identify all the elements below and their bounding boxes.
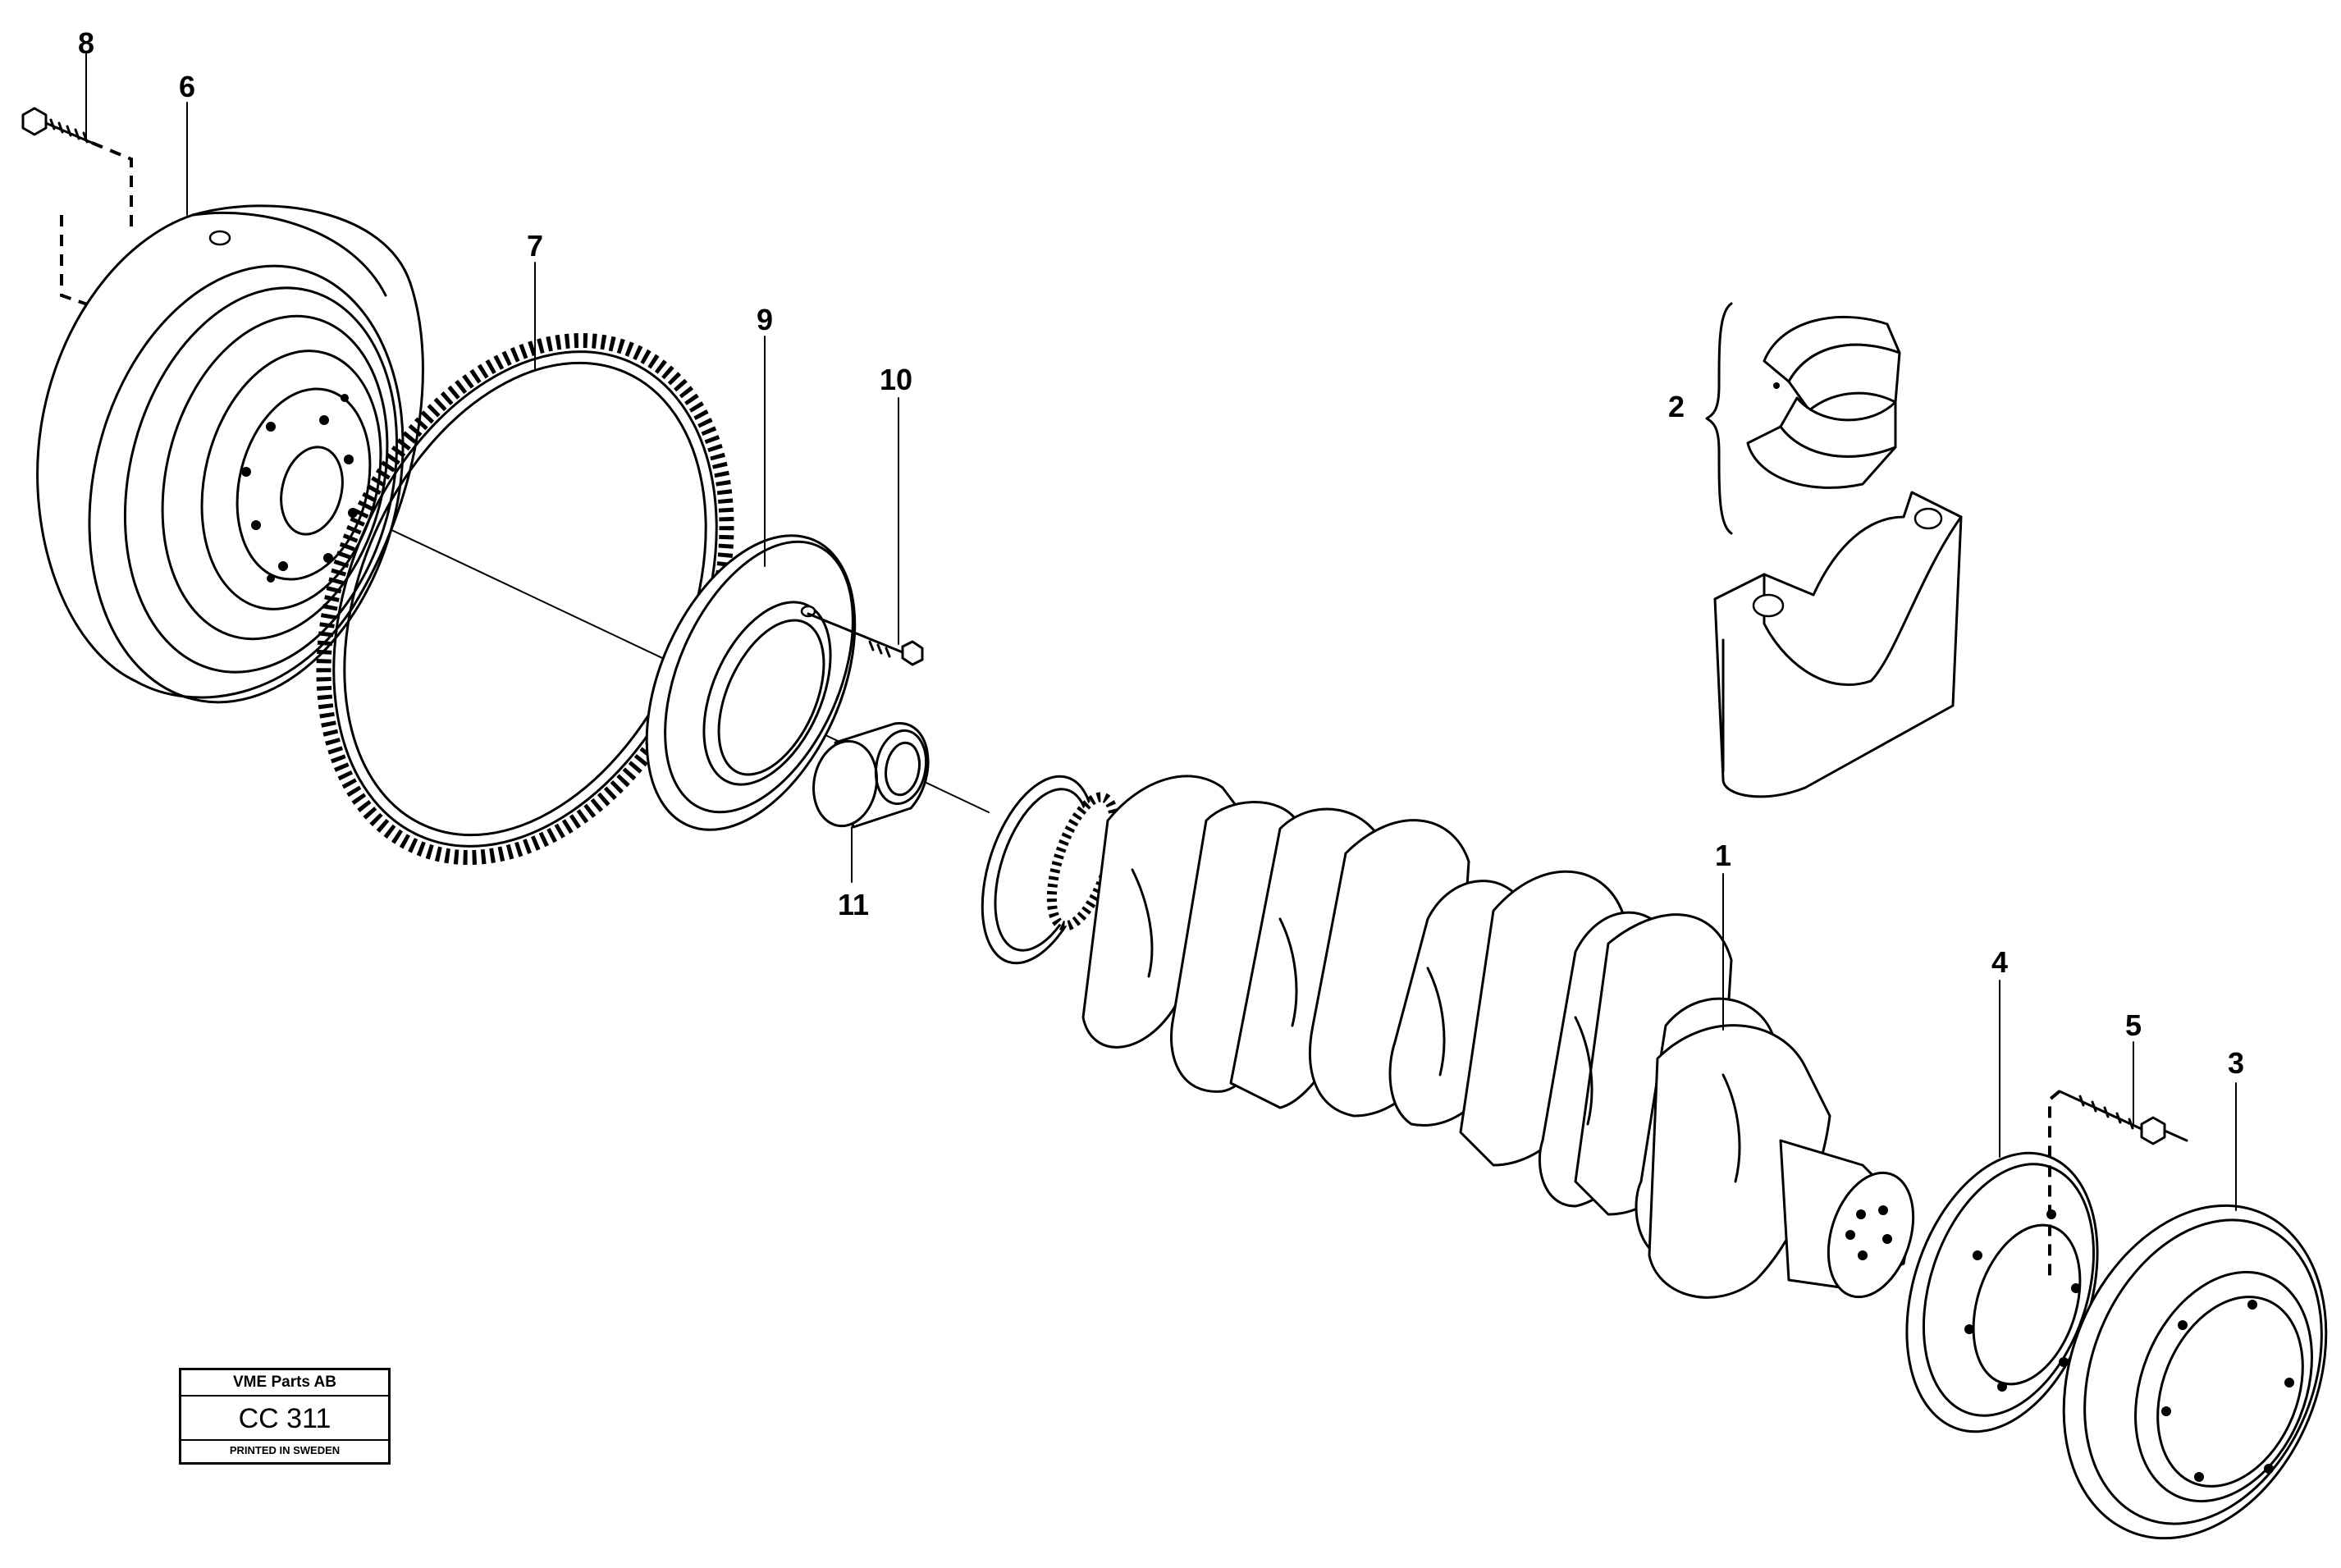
crankshaft-pulley [2062, 1204, 2328, 1540]
main-bearing-shells [1705, 302, 1901, 535]
pilot-bushing [812, 722, 930, 829]
callout-3: 3 [2228, 1046, 2244, 1080]
callout-8: 8 [78, 26, 94, 60]
callout-1: 1 [1715, 839, 1731, 872]
flywheel [36, 204, 424, 704]
damper-bolt [2048, 1090, 2188, 1280]
cover-plate [645, 534, 857, 831]
title-block-company: VME Parts AB [181, 1370, 388, 1397]
flywheel-bolt [21, 107, 133, 309]
callout-11: 11 [838, 888, 869, 921]
callout-2: 2 [1668, 390, 1685, 423]
callout-6: 6 [179, 70, 195, 103]
callout-4: 4 [1991, 945, 2008, 979]
callout-10: 10 [880, 363, 912, 396]
callout-5: 5 [2125, 1008, 2142, 1042]
cover-screw [807, 612, 924, 666]
damper-hub [1905, 1151, 2099, 1433]
callout-9: 9 [757, 303, 773, 336]
main-bearing-cap [1713, 491, 1963, 798]
title-block-printed: PRINTED IN SWEDEN [229, 1444, 341, 1456]
title-block-code: CC 311 [181, 1397, 388, 1441]
callout-7: 7 [527, 229, 543, 263]
title-block: VME Parts AB CC 311 PRINTED IN SWEDEN [179, 1368, 391, 1465]
crankshaft [981, 775, 1915, 1299]
